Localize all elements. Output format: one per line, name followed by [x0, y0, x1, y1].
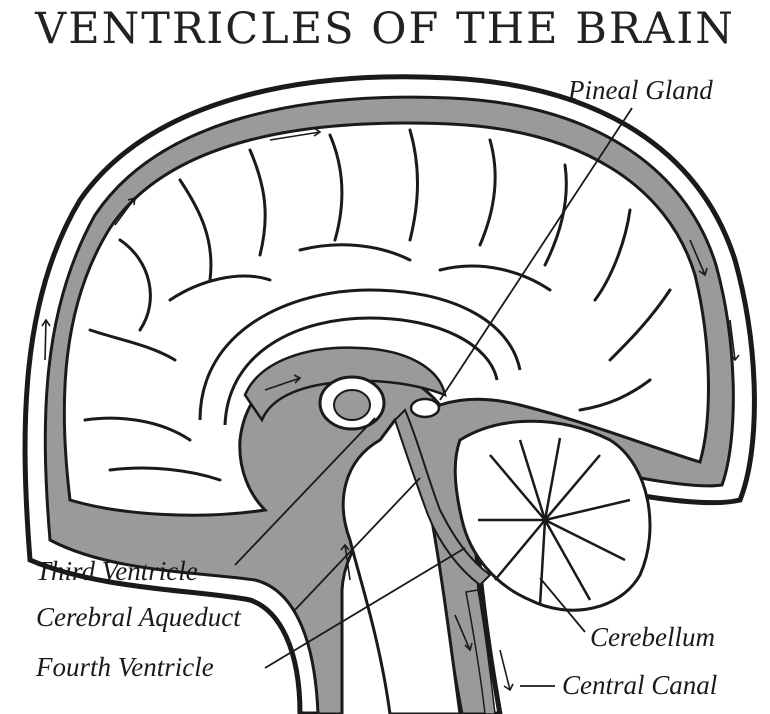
- pineal-gland-label: Pineal Gland: [568, 75, 713, 106]
- third-ventricle-core: [334, 390, 370, 420]
- pineal-gland: [411, 399, 439, 417]
- fourth-ventricle-label: Fourth Ventricle: [36, 652, 214, 683]
- third-ventricle-label: Third Ventricle: [36, 556, 198, 587]
- cerebral-aqueduct-label: Cerebral Aqueduct: [36, 602, 241, 633]
- central-canal-label: Central Canal: [562, 670, 717, 701]
- cerebellum-label: Cerebellum: [590, 622, 715, 653]
